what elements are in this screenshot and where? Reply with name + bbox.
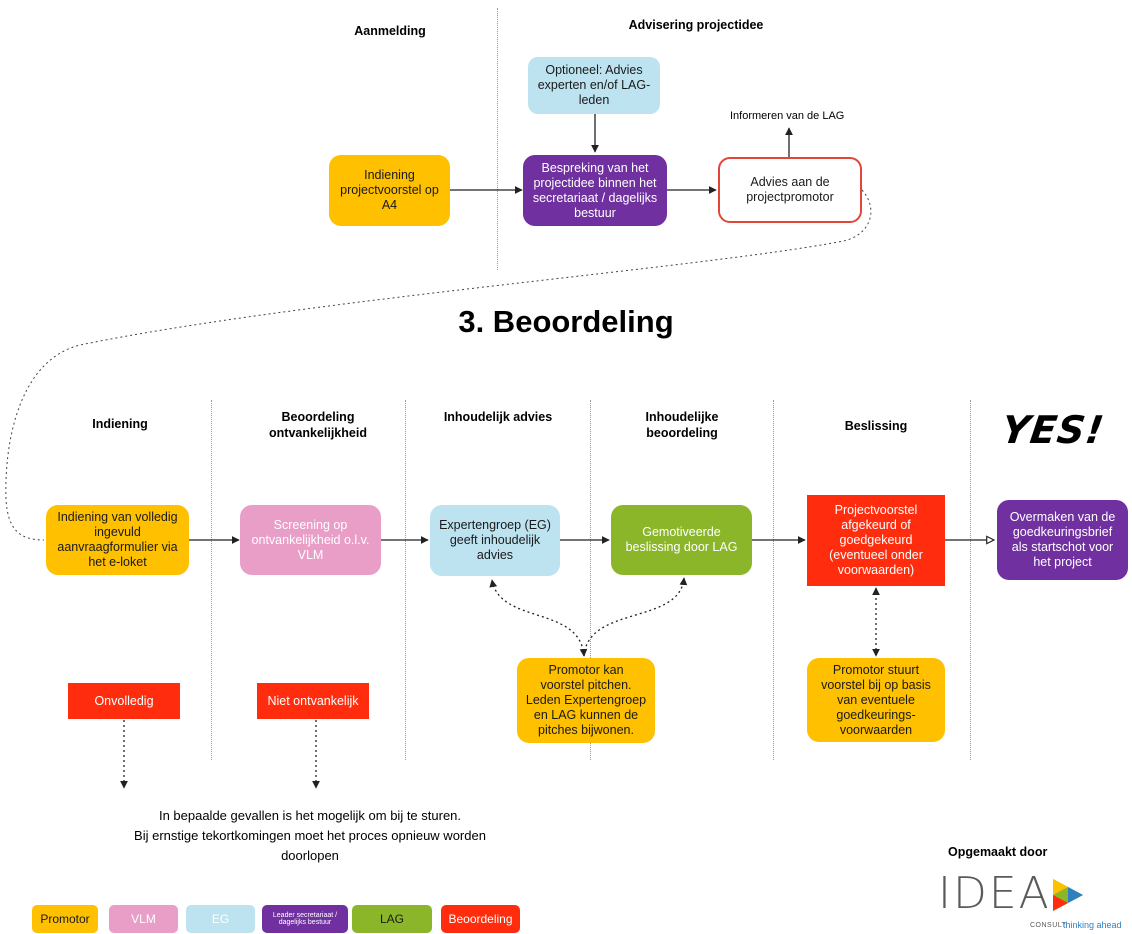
note-line-1: In bepaalde gevallen is het mogelijk om … bbox=[158, 808, 462, 823]
optioneel-advies-box: Optioneel: Advies experten en/of LAG-led… bbox=[528, 57, 660, 114]
legend-beoordeling: Beoordeling bbox=[441, 905, 520, 933]
legend-promotor: Promotor bbox=[32, 905, 98, 933]
column-header-ontvankelijkheid: Beoordeling ontvankelijkheid bbox=[269, 410, 367, 440]
column-header-inhoudelijke-beoordeling: Inhoudelijke beoordeling bbox=[645, 410, 719, 440]
bijsturen-note: In bepaalde gevallen is het mogelijk om … bbox=[110, 806, 510, 866]
overmaken-goedkeuringsbrief-box: Overmaken van de goedkeuringsbrief als s… bbox=[997, 500, 1128, 580]
legend-leader-secretariaat: Leader secretariaat / dagelijks bestuur bbox=[262, 905, 348, 933]
idea-logo-tagline: thinking ahead bbox=[1063, 920, 1122, 930]
onvolledig-box: Onvolledig bbox=[68, 683, 180, 719]
pitch-to-expertengroep-connector bbox=[489, 579, 588, 657]
idea-logo-text: IDEA bbox=[938, 872, 1051, 919]
niet-ontvankelijk-box: Niet ontvankelijk bbox=[257, 683, 369, 719]
header-aanmelding: Aanmelding bbox=[354, 24, 426, 38]
column-divider-3 bbox=[590, 400, 591, 760]
afgekeurd-goedgekeurd-box: Projectvoorstel afgekeurd of goedgekeurd… bbox=[807, 495, 945, 586]
screening-box: Screening op ontvankelijkheid o.l.v. VLM bbox=[240, 505, 381, 575]
bijsturen-box: Promotor stuurt voorstel bij op basis va… bbox=[807, 658, 945, 742]
indiening-volledig-box: Indiening van volledig ingevuld aanvraag… bbox=[46, 505, 189, 575]
expertengroep-box: Expertengroep (EG) geeft inhoudelijk adv… bbox=[430, 505, 560, 576]
idea-logo-consult: CONSULT bbox=[1030, 922, 1067, 929]
advies-projectpromotor-box: Advies aan de projectpromotor bbox=[718, 157, 862, 223]
column-header-indiening: Indiening bbox=[92, 417, 148, 431]
main-title: 3. Beoordeling bbox=[458, 304, 674, 339]
header-advisering-projectidee: Advisering projectidee bbox=[628, 18, 764, 32]
legend-vlm: VLM bbox=[109, 905, 178, 933]
yes-label: YES! bbox=[998, 408, 1108, 452]
gemotiveerde-beslissing-box: Gemotiveerde beslissing door LAG bbox=[611, 505, 752, 575]
column-divider-5 bbox=[970, 400, 971, 760]
legend-eg: EG bbox=[186, 905, 255, 933]
informeren-lag-label: Informeren van de LAG bbox=[730, 110, 845, 122]
idea-logo-triangle-icon bbox=[1053, 879, 1083, 911]
column-divider-2 bbox=[405, 400, 406, 760]
top-column-divider bbox=[497, 8, 498, 270]
column-divider-4 bbox=[773, 400, 774, 760]
bespreking-box: Bespreking van het projectidee binnen he… bbox=[523, 155, 667, 226]
loop-connector bbox=[5, 189, 872, 541]
legend-lag: LAG bbox=[352, 905, 432, 933]
pitchen-box: Promotor kan voorstel pitchen. Leden Exp… bbox=[517, 658, 655, 743]
column-header-beslissing: Beslissing bbox=[844, 419, 908, 433]
indiening-a4-box: Indiening projectvoorstel op A4 bbox=[329, 155, 450, 226]
note-line-2: Bij ernstige tekortkomingen moet het pro… bbox=[134, 828, 486, 864]
column-header-inhoudelijk-advies: Inhoudelijk advies bbox=[443, 410, 553, 424]
idea-logo: IDEA CONSULT thinking ahead bbox=[938, 872, 1128, 932]
opgemaakt-door-label: Opgemaakt door bbox=[948, 845, 1048, 859]
column-divider-1 bbox=[211, 400, 212, 760]
pitch-to-gemotiveerde-connector bbox=[583, 577, 688, 657]
